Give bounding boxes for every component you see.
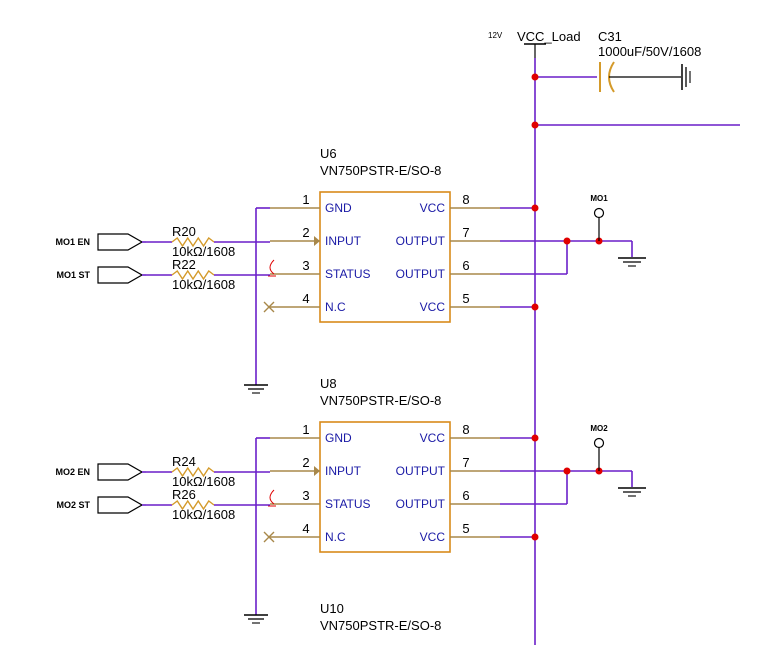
no-connect-mark <box>263 531 275 543</box>
power-net-label: VCC_Load <box>517 29 581 44</box>
pin-name: VCC <box>420 300 446 314</box>
pin-number: 2 <box>302 225 309 240</box>
pin-name: OUTPUT <box>396 234 446 248</box>
pin-number: 3 <box>302 258 309 273</box>
resistor-value: 10kΩ/1608 <box>172 277 235 292</box>
pin-name: OUTPUT <box>396 497 446 511</box>
status-mark <box>269 259 275 275</box>
pin-name: VCC <box>420 201 446 215</box>
resistor-ref: R26 <box>172 487 196 502</box>
capacitor-value: 1000uF/50V/1608 <box>598 44 701 59</box>
pin-number: 2 <box>302 455 309 470</box>
pin-name: N.C <box>325 530 346 544</box>
pin-number: 1 <box>302 192 309 207</box>
junction-output <box>563 237 571 245</box>
resistor-ref: R20 <box>172 224 196 239</box>
pin-name: OUTPUT <box>396 267 446 281</box>
junction-bus <box>531 121 539 129</box>
port-connector <box>97 463 144 481</box>
pin-number: 7 <box>462 455 469 470</box>
port-label: MO1 ST <box>56 270 90 280</box>
chip-ref: U6 <box>320 146 337 161</box>
resistor-ref: R24 <box>172 454 196 469</box>
no-connect-mark <box>263 301 275 313</box>
chip-part: VN750PSTR-E/SO-8 <box>320 163 441 178</box>
testpoint-label: MO2 <box>590 424 608 433</box>
chip-ref: U8 <box>320 376 337 391</box>
pin-name: N.C <box>325 300 346 314</box>
pin-number: 6 <box>462 488 469 503</box>
resistor-value: 10kΩ/1608 <box>172 507 235 522</box>
testpoint-label: MO1 <box>590 194 608 203</box>
pin-name: VCC <box>420 431 446 445</box>
pin-number: 4 <box>302 521 309 536</box>
resistor-value: 10kΩ/1608 <box>172 474 235 489</box>
testpoint-ring <box>593 437 605 449</box>
power-voltage-label: 12V <box>488 31 503 40</box>
pin-name: GND <box>325 431 352 445</box>
pin-number: 5 <box>462 521 469 536</box>
pin-name: STATUS <box>325 267 371 281</box>
pin-name: INPUT <box>325 234 362 248</box>
input-arrow <box>314 466 320 476</box>
port-label: MO2 EN <box>55 467 90 477</box>
pin-number: 3 <box>302 488 309 503</box>
pin-number: 4 <box>302 291 309 306</box>
pin-number: 7 <box>462 225 469 240</box>
junction-cap <box>531 73 539 81</box>
pin-name: VCC <box>420 530 446 544</box>
testpoint-ring <box>593 207 605 219</box>
resistor-value: 10kΩ/1608 <box>172 244 235 259</box>
pin-name: OUTPUT <box>396 464 446 478</box>
resistor-ref: R22 <box>172 257 196 272</box>
junction-vcc <box>531 204 539 212</box>
port-connector <box>97 496 144 514</box>
status-mark <box>269 489 275 505</box>
pin-name: GND <box>325 201 352 215</box>
pin-number: 8 <box>462 422 469 437</box>
resistor-symbol <box>171 499 215 511</box>
pin-name: INPUT <box>325 464 362 478</box>
port-label: MO1 EN <box>55 237 90 247</box>
chip-body <box>319 191 451 323</box>
pin-name: STATUS <box>325 497 371 511</box>
next-chip-ref: U10 <box>320 601 344 616</box>
chip-part: VN750PSTR-E/SO-8 <box>320 393 441 408</box>
input-arrow <box>314 236 320 246</box>
resistor-symbol <box>171 269 215 281</box>
pin-number: 6 <box>462 258 469 273</box>
capacitor-ref: C31 <box>598 29 622 44</box>
junction-output <box>563 467 571 475</box>
chip-body <box>319 421 451 553</box>
junction-vcc <box>531 533 539 541</box>
pin-number: 1 <box>302 422 309 437</box>
junction-vcc <box>531 434 539 442</box>
pin-number: 8 <box>462 192 469 207</box>
port-connector <box>97 266 144 284</box>
resistor-symbol <box>171 466 215 478</box>
pin-number: 5 <box>462 291 469 306</box>
next-chip-part: VN750PSTR-E/SO-8 <box>320 618 441 633</box>
junction-vcc <box>531 303 539 311</box>
port-connector <box>97 233 144 251</box>
resistor-symbol <box>171 236 215 248</box>
port-label: MO2 ST <box>56 500 90 510</box>
